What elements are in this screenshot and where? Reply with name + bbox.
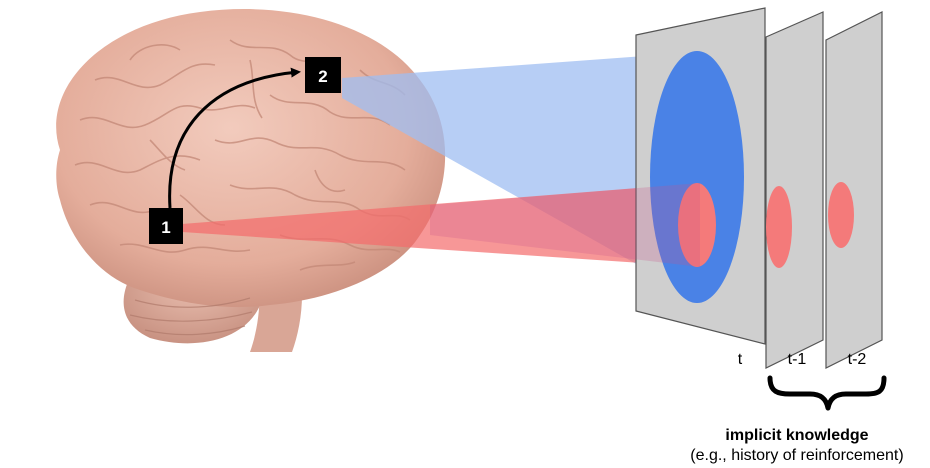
red-region-t-2 (828, 182, 854, 248)
frame-label-t: t (738, 351, 743, 368)
frame-label-t-2: t-2 (848, 351, 867, 368)
red-beam (182, 183, 700, 267)
frame-label-t-1: t-1 (788, 351, 807, 368)
brain-illustration (56, 9, 446, 352)
caption-title: implicit knowledge (725, 427, 868, 444)
frame-t-2 (825, 11, 883, 369)
blue-region-t (650, 51, 744, 303)
node-1-label: 1 (161, 218, 170, 237)
node-1: 1 (149, 208, 183, 244)
cerebrum (56, 9, 446, 308)
frame-t-1 (765, 11, 824, 369)
red-region-t (678, 183, 716, 267)
red-region-t-1 (766, 186, 792, 268)
red-beam-overlay (430, 183, 700, 267)
frame-t (635, 7, 766, 345)
node-2-label: 2 (318, 67, 327, 86)
curly-brace-icon (767, 375, 887, 411)
cerebellum-folds (129, 297, 253, 336)
node-2: 2 (305, 57, 341, 93)
curved-arrow-icon (168, 67, 301, 209)
caption-subtitle: (e.g., history of reinforcement) (690, 447, 903, 464)
